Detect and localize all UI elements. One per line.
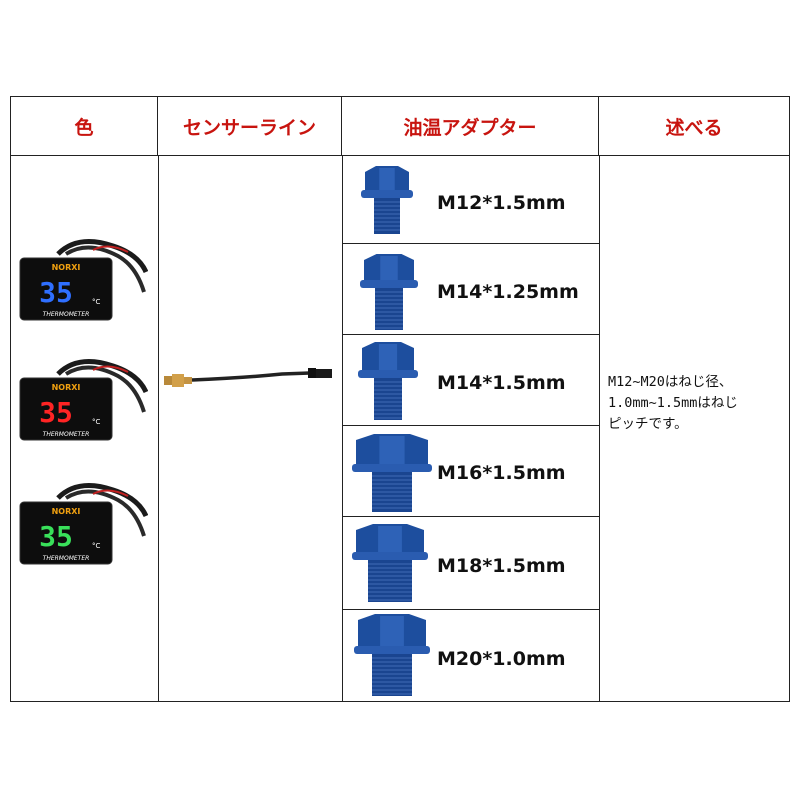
row-divider — [342, 516, 599, 517]
adapter-size-label: M12*1.5mm — [437, 192, 566, 214]
header-divider — [11, 155, 789, 156]
header-color: 色 — [11, 97, 158, 155]
thermometer-unit: °C — [92, 298, 101, 306]
adapter-size-label: M14*1.25mm — [437, 281, 579, 303]
adapter-size-label: M18*1.5mm — [437, 555, 566, 577]
column-divider — [158, 155, 159, 701]
adapter-size-label: M16*1.5mm — [437, 462, 566, 484]
thermometer-reading: 35 — [39, 396, 73, 429]
row-divider — [342, 609, 599, 610]
row-divider — [342, 425, 599, 426]
thermometer-brand: NORXI — [52, 263, 81, 272]
thermometer-unit: °C — [92, 418, 101, 426]
adapter-size-label: M20*1.0mm — [437, 648, 566, 670]
thermometer-brand: NORXI — [52, 383, 81, 392]
thermometer-label: THERMOMETER — [43, 311, 90, 318]
column-divider — [342, 155, 343, 701]
header-note: 述べる — [665, 116, 723, 139]
adapter-size-label: M14*1.5mm — [437, 372, 566, 394]
sensor-line-image — [164, 368, 332, 387]
header-sensor-line: センサーライン — [158, 97, 342, 155]
thermometer-label: THERMOMETER — [43, 555, 90, 562]
thermometer-unit: °C — [92, 542, 101, 550]
oil-adapter-image — [358, 342, 418, 420]
row-divider — [342, 243, 599, 244]
oil-adapter-image — [361, 166, 413, 234]
description-note: M12~M20はねじ径、 1.0mm~1.5mmはねじ ピッチです。 — [608, 374, 738, 432]
oil-adapter-image — [352, 434, 432, 512]
thermometer-reading: 35 — [39, 520, 73, 553]
thermometer-reading: 35 — [39, 276, 73, 309]
column-divider — [599, 155, 600, 701]
thermometer-brand: NORXI — [52, 507, 81, 516]
thermometer-label: THERMOMETER — [43, 431, 90, 438]
header-adapter: 油温アダプター — [342, 97, 599, 155]
oil-adapter-image — [360, 254, 418, 330]
oil-adapter-image — [352, 524, 428, 602]
row-divider — [342, 334, 599, 335]
spec-table: 色 センサーライン 油温アダプター 述べる — [10, 96, 790, 702]
oil-adapter-image — [354, 614, 430, 696]
